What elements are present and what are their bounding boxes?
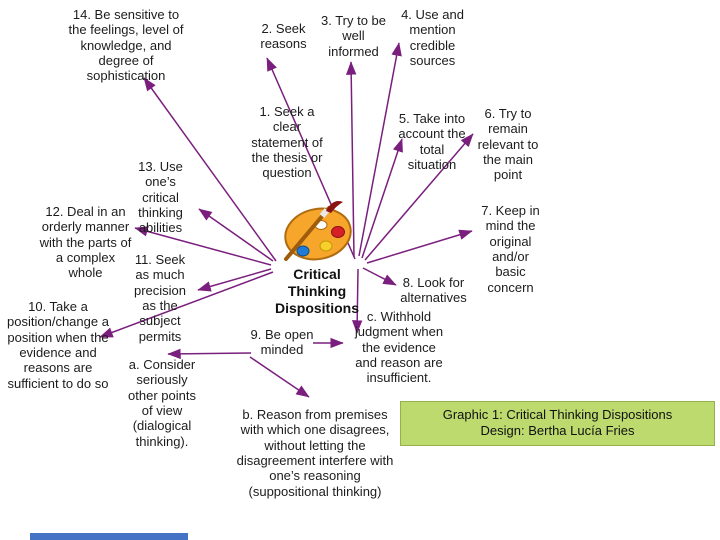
arrow-to-4 [358, 42, 402, 257]
arrow-to-12 [134, 226, 272, 266]
disposition-7: 7. Keep in mind the original and/or basi… [481, 203, 540, 295]
center-label: Critical Thinking Dispositions [274, 266, 359, 316]
disposition-4: 4. Use and mention credible sources [401, 7, 464, 68]
sub-point-c: c. Withhold judgment when the evidence a… [354, 309, 444, 386]
disposition-1: 1. Seek a clear statement of the thesis … [251, 104, 323, 181]
disposition-14: 14. Be sensitive to the feelings, level … [68, 7, 184, 84]
arrow-to-a [167, 348, 252, 360]
disposition-13: 13. Use one’s critical thinking abilitie… [138, 159, 183, 236]
sub-point-b: b. Reason from premises with which one d… [236, 407, 394, 499]
disposition-3: 3. Try to be well informed [320, 13, 387, 59]
arrow-to-10 [99, 271, 274, 338]
arrow-to-b [249, 356, 310, 398]
disposition-12: 12. Deal in an orderly manner with the p… [39, 204, 132, 281]
sub-point-a: a. Consider seriously other points of vi… [128, 357, 196, 449]
arrow-to-14 [143, 77, 277, 262]
caption-box: Graphic 1: Critical Thinking Disposition… [400, 401, 715, 446]
arrow-to-13 [198, 208, 274, 262]
arrow-to-6 [364, 133, 474, 261]
paint-palette-icon [284, 201, 352, 261]
disposition-6: 6. Try to remain relevant to the main po… [477, 106, 539, 183]
disposition-8: 8. Look for alternatives [400, 275, 467, 306]
arrow-to-11 [197, 268, 272, 292]
arrow-to-9 [351, 268, 363, 334]
disposition-5: 5. Take into account the total situation [398, 111, 466, 172]
arrow-to-3 [345, 61, 357, 258]
bottom-accent-bar [30, 533, 188, 540]
disposition-11: 11. Seek as much precision as the subjec… [133, 252, 187, 344]
arrow-to-8 [362, 267, 397, 286]
arrow-to-5 [361, 138, 403, 259]
arrow-to-7 [366, 229, 473, 264]
disposition-10: 10. Take a position/change a position wh… [7, 299, 109, 391]
disposition-9: 9. Be open minded [250, 327, 314, 358]
disposition-2: 2. Seek reasons [260, 21, 307, 52]
